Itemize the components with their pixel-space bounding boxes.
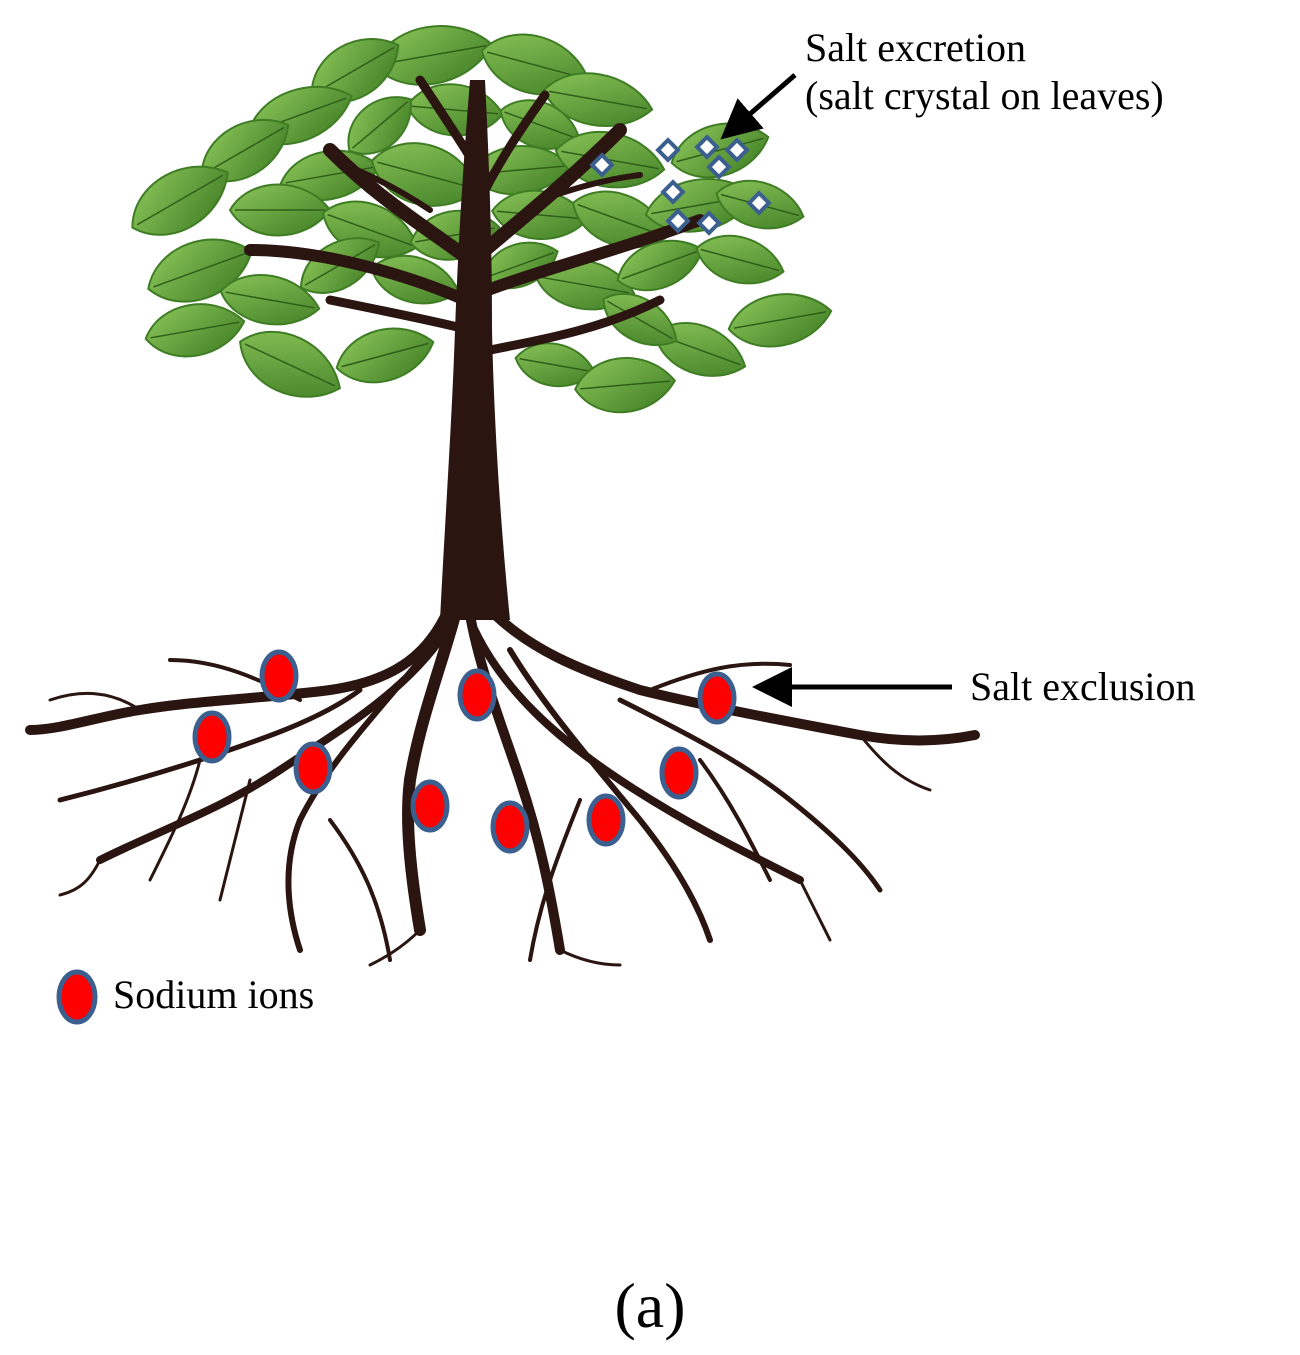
sodium-ion-icon: [259, 649, 299, 703]
leaf: [695, 234, 785, 285]
sodium-ion-icon: [293, 741, 333, 795]
root: [648, 661, 792, 692]
salt-crystal-icon: [696, 210, 722, 236]
salt-crystal-icon: [694, 134, 720, 160]
salt-crystal-icon: [589, 152, 615, 178]
leaf: [144, 303, 246, 358]
salt-crystal-icon: [706, 154, 732, 180]
root: [402, 609, 461, 936]
panel-label: (a): [614, 1270, 686, 1341]
root: [25, 605, 453, 735]
root: [328, 818, 392, 962]
root: [285, 657, 423, 953]
sodium-ions: [192, 649, 737, 854]
salt-crystal-icon: [660, 179, 686, 205]
salt-excretion-label: Salt excretion (salt crystal on leaves): [805, 24, 1164, 120]
salt-excretion-title: Salt excretion: [805, 25, 1027, 70]
root: [368, 928, 422, 967]
root: [558, 948, 622, 967]
leaf: [335, 327, 435, 384]
legend-sodium-icon: [56, 969, 98, 1025]
leaf: [602, 293, 678, 347]
excretion-arrow: [720, 73, 797, 140]
leaf: [574, 357, 677, 414]
salt-crystal-icon: [655, 137, 681, 163]
legend-sodium-label: Sodium ions: [113, 972, 315, 1017]
root: [218, 778, 252, 902]
root: [798, 878, 832, 942]
leaf: [239, 331, 341, 398]
leaf: [542, 72, 654, 127]
salt-crystals: [589, 134, 772, 236]
salt-exclusion-label: Salt exclusion: [970, 664, 1196, 709]
tree-trunk: [244, 75, 706, 620]
root: [58, 858, 102, 897]
root: [698, 758, 772, 882]
root: [507, 647, 713, 943]
leaf: [131, 165, 229, 236]
leaf: [200, 119, 290, 183]
salt-excretion-subtitle: (salt crystal on leaves): [805, 73, 1164, 118]
root: [858, 733, 932, 792]
sodium-ion-icon: [490, 800, 530, 854]
leaf: [219, 274, 321, 326]
salt-crystal-icon: [724, 137, 750, 163]
leaf: [727, 293, 833, 348]
root: [48, 691, 142, 712]
sodium-ion-icon: [659, 746, 699, 800]
root: [617, 697, 883, 893]
sodium-ion-icon: [457, 668, 497, 722]
salt-crystal-icon: [746, 190, 772, 216]
sodium-ion-icon: [586, 793, 626, 847]
sodium-ion-icon: [697, 671, 737, 725]
root: [465, 610, 565, 955]
root: [466, 616, 804, 884]
sodium-ion-icon: [192, 710, 232, 764]
sodium-ion-icon: [410, 779, 450, 833]
leaf: [347, 96, 412, 155]
tree-roots: [25, 605, 980, 967]
salt-crystal-icon: [665, 208, 691, 234]
root: [148, 758, 202, 882]
root: [528, 798, 582, 962]
